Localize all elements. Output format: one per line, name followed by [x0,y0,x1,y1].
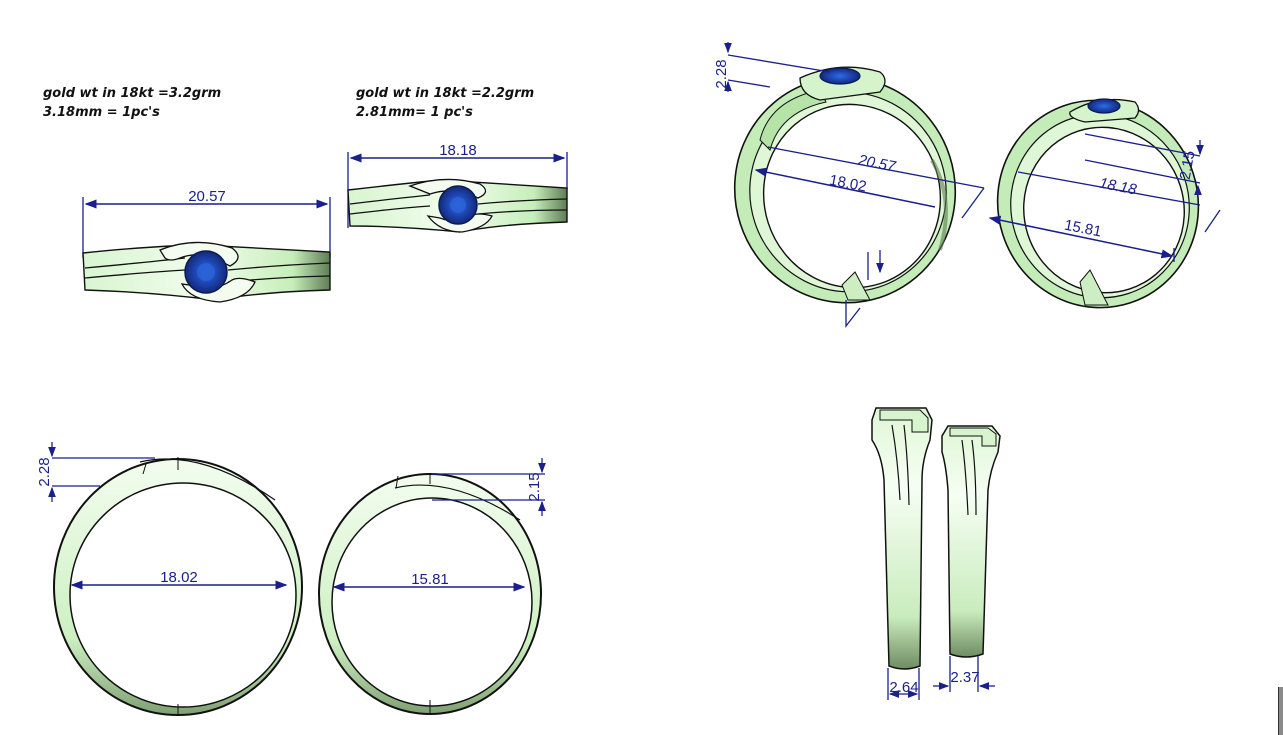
dim-iso-large-thickness: 2.28 [713,59,730,88]
gemstone-icon [819,67,861,85]
iso-view-large-ring: 2.28 20.57 18.02 [713,42,985,328]
weight-note-small-line1: gold wt in 18kt =2.2grm [356,86,535,101]
profile-view-small-ring: 2.37 [933,425,1001,692]
weight-note-large-ring: gold wt in 18kt =3.2grm 3.18mm = 1pc's [43,84,221,122]
weight-note-large-line1: gold wt in 18kt =3.2grm [43,86,222,101]
dim-side-large-inner: 18.02 [160,569,198,586]
dim-profile-large-width: 2.64 [889,679,918,696]
dim-side-small-thickness: 2.15 [526,472,543,501]
dim-iso-small-outer: 18.18 [1098,175,1139,199]
dim-front-large-width: 20.57 [188,188,226,205]
side-view-small-ring: 2.15 15.81 [318,458,546,715]
dim-iso-small-inner: 15.81 [1063,217,1103,241]
gemstone-icon [1087,98,1121,114]
side-view-large-ring: 2.28 18.02 [36,442,303,716]
dim-side-small-inner: 15.81 [411,571,449,588]
weight-note-large-line2: 3.18mm = 1pc's [43,105,160,120]
front-view-large-ring: 20.57 [82,188,331,303]
weight-note-small-ring: gold wt in 18kt =2.2grm 2.81mm= 1 pc's [356,84,534,122]
profile-view-large-ring: 2.64 [871,407,933,700]
dim-side-large-thickness: 2.28 [36,457,53,486]
weight-note-small-line2: 2.81mm= 1 pc's [356,105,473,120]
dim-iso-small-thickness: 2.15 [1177,149,1199,181]
vertical-scrollbar[interactable] [1278,687,1283,735]
front-view-small-ring: 18.18 [347,142,568,233]
iso-view-small-ring: 2.15 18.18 15.81 [988,98,1221,309]
dim-iso-large-inner: 18.02 [828,172,868,196]
dim-front-small-width: 18.18 [439,142,477,159]
dim-profile-small-width: 2.37 [950,669,979,686]
